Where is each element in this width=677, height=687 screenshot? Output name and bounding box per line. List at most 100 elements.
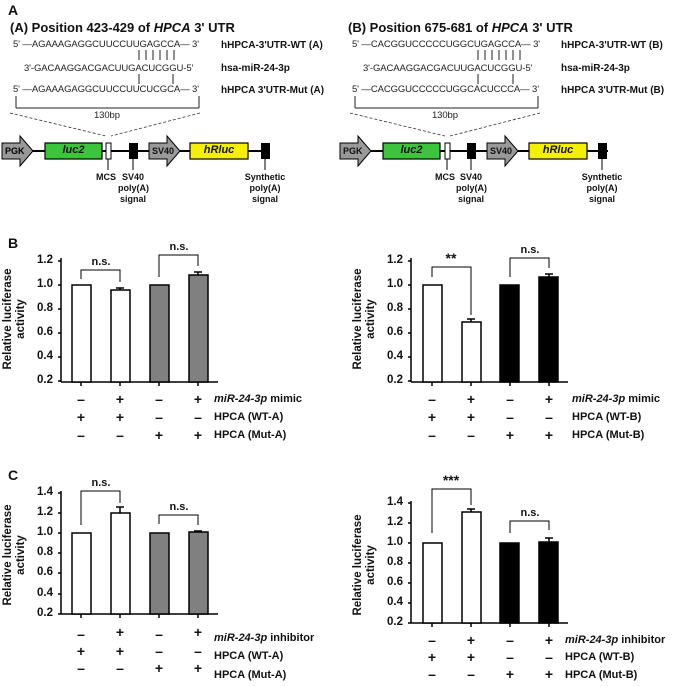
ytick: 0.2	[387, 616, 403, 628]
line-3: signal	[457, 194, 484, 204]
symbol: +	[115, 624, 125, 640]
symbol: +	[193, 624, 203, 640]
row-label-inhibitor: miR-24-3p inhibitor	[565, 634, 665, 646]
mir-name: miR-24-3p	[214, 393, 268, 405]
ytick: 0.6	[387, 576, 403, 588]
pgk-label-left: PGK	[5, 146, 25, 156]
row-label-wt-b: HPCA (WT-B)	[572, 411, 642, 423]
symbol: –	[506, 649, 514, 665]
line-2: poly(A)	[456, 183, 487, 193]
mir-label-b: hsa-miR-24-3p	[561, 63, 630, 74]
ytick: 0.4	[387, 596, 403, 608]
symbol: –	[467, 666, 475, 682]
ytick: 0.2	[37, 374, 53, 386]
row-label-wt-a: HPCA (WT-A)	[214, 411, 284, 423]
symbol: +	[505, 666, 515, 682]
row-label-wt-a: HPCA (WT-A)	[214, 650, 284, 662]
ylabel-line1: Relative luciferase	[352, 514, 364, 616]
construct-left	[1, 134, 270, 170]
symbol: +	[505, 427, 515, 443]
ytick: 0.8	[37, 546, 53, 558]
panel-a-right-title: (B) Position 675-681 of HPCA 3' UTR	[348, 20, 573, 35]
length-label-a: 130bp	[94, 110, 120, 121]
inhibitor-text: inhibitor	[270, 632, 315, 644]
row-label-inhibitor: miR-24-3p inhibitor	[214, 632, 314, 644]
symbol: –	[428, 666, 436, 682]
ytick: 0.8	[387, 556, 403, 568]
ylabel-line2: activity	[15, 535, 27, 575]
line-1: SV40	[121, 172, 145, 182]
pgk-label-right: PGK	[343, 146, 363, 156]
symbol: –	[506, 632, 514, 648]
symbol: –	[194, 409, 202, 425]
ytick: 0.4	[37, 350, 53, 362]
symbol: +	[193, 660, 203, 676]
ytick: 0.4	[37, 587, 53, 599]
ytick: 1.2	[387, 254, 403, 266]
ytick: 1.2	[37, 506, 53, 518]
symbol: –	[155, 391, 163, 407]
ylabel-line1: Relative luciferase	[2, 504, 14, 606]
ylabel-line2: activity	[15, 299, 27, 339]
luc2-label-right: luc2	[400, 144, 423, 156]
symbol: +	[544, 427, 554, 443]
mir-name: miR-24-3p	[565, 634, 619, 646]
ytick: 0.6	[387, 326, 403, 338]
sig-b-left-2: n.s.	[169, 241, 189, 253]
symbol: –	[77, 427, 85, 443]
symbol: –	[77, 626, 85, 642]
ytick: 0.6	[37, 326, 53, 338]
line-2: poly(A)	[249, 183, 281, 193]
sv40-label-left: SV40	[152, 146, 175, 156]
symbol: –	[77, 660, 85, 676]
symbol: –	[155, 643, 163, 659]
ylabel-line1: Relative luciferase	[352, 268, 364, 370]
sig-b-right-2: n.s.	[520, 244, 540, 256]
wt-label-b: hHPCA-3'UTR-WT (B)	[561, 40, 663, 51]
line-1: Synthetic	[244, 172, 286, 182]
row-label-mut-a: HPCA (Mut-A)	[214, 429, 287, 441]
panel-label-b: B	[8, 235, 19, 251]
symbol: +	[466, 632, 476, 648]
wt-sequence-b: 5' —CACGGUCCCCCUGGCUGAGCCA— 3'	[352, 39, 541, 50]
sig-c-left-1: n.s.	[91, 477, 111, 489]
ytick: 1.2	[387, 516, 403, 528]
ytick: 1.0	[387, 278, 403, 290]
mir-name: miR-24-3p	[214, 632, 268, 644]
line-2: poly(A)	[118, 183, 149, 193]
panel-a-left-title: (A) Position 423-429 of HPCA 3' UTR	[10, 20, 235, 35]
symbol: +	[115, 643, 125, 659]
ytick: 1.2	[37, 254, 53, 266]
row-label-wt-b: HPCA (WT-B)	[565, 651, 635, 663]
ytick: 1.4	[387, 496, 403, 508]
title-suffix: 3' UTR	[190, 20, 235, 35]
symbol: +	[193, 427, 203, 443]
ylabel-line1: Relative luciferase	[2, 268, 14, 370]
construct-right	[339, 134, 608, 170]
symbol: –	[194, 643, 202, 659]
line-3: signal	[251, 194, 278, 204]
row-label-mimic: miR-24-3p mimic	[214, 393, 302, 405]
symbol: –	[428, 632, 436, 648]
mir-name: miR-24-3p	[572, 393, 626, 405]
sv40-label-right: SV40	[490, 146, 513, 156]
symbol: +	[76, 409, 86, 425]
symbol: –	[155, 626, 163, 642]
sig-c-right-2: n.s.	[520, 507, 540, 519]
symbol: –	[116, 660, 124, 676]
ytick: 0.4	[387, 350, 403, 362]
symbol: +	[466, 649, 476, 665]
symbol: –	[545, 649, 553, 665]
symbol: +	[193, 391, 203, 407]
line-3: signal	[588, 194, 615, 204]
row-label-mimic: miR-24-3p mimic	[572, 393, 660, 405]
ytick: 0.6	[37, 566, 53, 578]
symbol: –	[467, 427, 475, 443]
